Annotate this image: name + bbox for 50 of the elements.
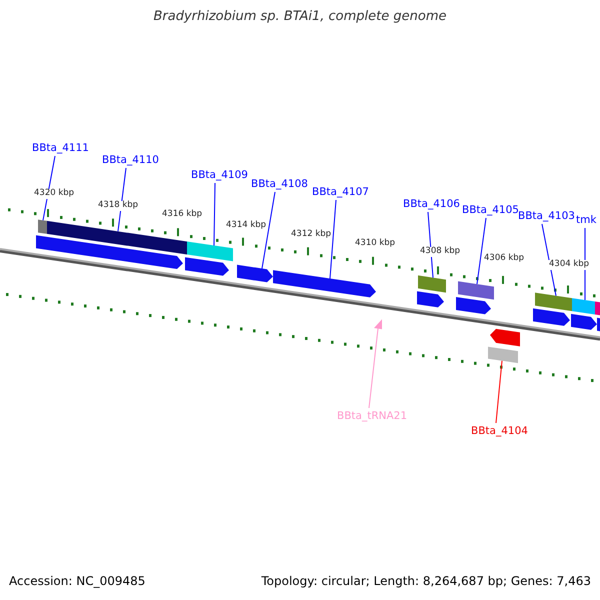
gene-label: BBta_4111 [32,142,89,154]
gene-label: BBta_4108 [251,178,308,190]
gene-label: BBta_4109 [191,169,248,182]
gene-feature [571,314,597,330]
gene-feature [36,235,183,269]
scale-label: 4316 kbp [161,210,204,220]
feature-bar [597,318,600,332]
gene-label: BBta_4105 [462,204,519,216]
leader-line [262,192,276,270]
footer-text: Topology: circular; Length: 8,264,687 bp; Genes: 7,463 [261,575,591,589]
gene-feature [490,328,520,346]
leader-line [542,224,556,296]
gene-label: BBta_4107 [312,186,369,198]
gene-label: BBta_4103 [518,210,575,222]
feature-bar [187,242,233,262]
leader-line [214,182,216,246]
feature-bar [488,346,518,364]
feature-bar [458,281,494,300]
leader-line [476,218,486,285]
scale-label: 4310 kbp [354,239,396,249]
leader-line [368,328,378,408]
trna-marker [374,319,382,330]
feature-bar [47,220,187,254]
gene-label: BBta_tRNA21 [337,410,408,422]
gene-label: BBta_4110 [102,154,159,166]
scale-label: 4308 kbp [419,247,462,257]
feature-bar [572,298,595,314]
footer-text: Accession: NC_009485 [9,575,146,589]
scale-label: 4318 kbp [97,201,140,211]
leader-line [584,228,586,300]
gene-feature [273,270,376,298]
scale-label: 4314 kbp [225,221,268,231]
gene-feature [237,264,273,282]
feature-bar [595,302,600,316]
gene-label: tmk [576,214,596,226]
leader-line [330,200,336,279]
gene-feature [533,308,570,326]
leader-line [496,360,502,424]
feature-bar [535,292,572,312]
scale-label: 4320 kbp [33,189,76,199]
diagram-title: Bradyrhizobium sp. BTAi1, complete genome [152,10,448,25]
feature-bar [418,275,446,293]
gene-label: BBta_4106 [403,198,460,210]
scale-label: 4312 kbp [290,230,332,240]
scale-label: 4306 kbp [483,254,526,264]
gene-label: BBta_4104 [471,425,528,438]
gene-feature [417,291,444,308]
gene-feature [185,257,229,276]
scale-label: 4304 kbp [548,260,590,270]
gene-feature [456,297,491,314]
